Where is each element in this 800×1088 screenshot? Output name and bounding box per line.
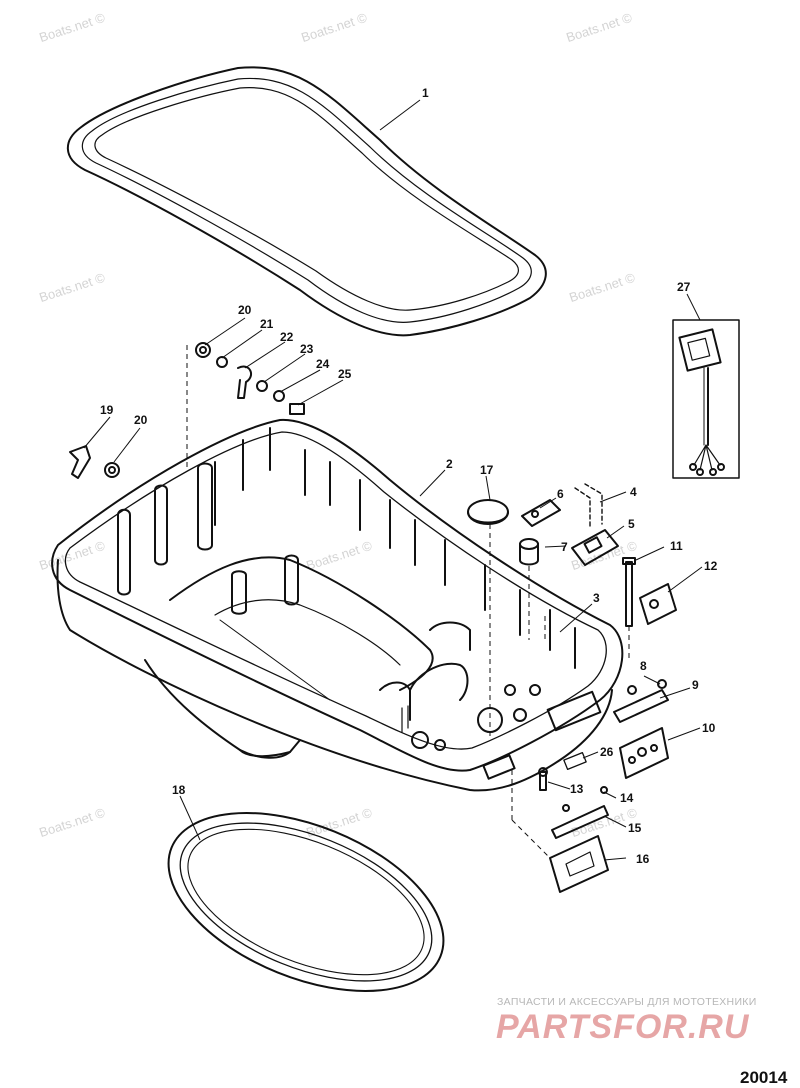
part-label: 19: [100, 403, 114, 417]
latch-plate-part: [639, 583, 677, 625]
bracket-part: [574, 483, 603, 529]
part-label: 9: [692, 678, 699, 692]
part-label: 11: [670, 539, 683, 553]
part-label: 2: [446, 457, 453, 471]
nut-part: [195, 342, 211, 358]
washer-part: [216, 356, 228, 368]
part-label: 20: [134, 413, 148, 427]
brand-logo: PARTSFOR.RU: [496, 1008, 750, 1046]
part-label: 26: [600, 745, 614, 759]
washer-part: [256, 380, 268, 392]
grommet-plate-part: [549, 835, 609, 893]
part-label: 1: [422, 86, 429, 100]
part-label: 12: [704, 559, 718, 573]
part-label: 20: [238, 303, 252, 317]
latch-lever-part: [69, 445, 91, 479]
screw-part: [627, 679, 667, 695]
part-label: 22: [280, 330, 294, 344]
bottom-cowl: [51, 418, 624, 792]
retainer-part: [551, 805, 609, 839]
part-label: 23: [300, 342, 314, 356]
bottom-seal-ring: [167, 812, 445, 992]
screw-part: [562, 786, 608, 812]
brand-subtitle: ЗАПЧАСТИ И АКСЕССУАРЫ ДЛЯ МОТОТЕХНИКИ: [497, 996, 757, 1008]
clip-part: [521, 499, 561, 527]
leader-lines: [83, 99, 703, 861]
part-label: 15: [628, 821, 642, 835]
part-label: 8: [640, 659, 647, 673]
nut-part: [104, 462, 120, 478]
washer-part: [273, 390, 285, 402]
part-label: 24: [316, 357, 330, 371]
part-label: 4: [630, 485, 637, 499]
part-label: 10: [702, 721, 716, 735]
plate-part: [571, 529, 619, 566]
part-label: 17: [480, 463, 494, 477]
part-labels: 1 2 3 4 5 6 7 8 9 10 11 12 13 14 15 16 1…: [100, 86, 718, 866]
part-label: 25: [338, 367, 352, 381]
bolt-part: [622, 557, 636, 627]
part-label: 16: [636, 852, 650, 866]
screw-part: [538, 767, 548, 791]
plug-part: [467, 499, 509, 525]
harness-box: [672, 319, 740, 479]
figure-number: 20014: [740, 1068, 788, 1087]
part-label: 3: [593, 591, 600, 605]
hook-part: [237, 365, 253, 399]
part-label: 13: [570, 782, 584, 796]
part-label: 7: [561, 540, 568, 554]
part-label: 14: [620, 791, 634, 805]
top-seal-ring: [66, 66, 547, 337]
cover-plate-part: [619, 727, 669, 779]
screw-part: [289, 403, 305, 415]
part-label: 27: [677, 280, 691, 294]
part-label: 18: [172, 783, 186, 797]
part-label: 21: [260, 317, 274, 331]
retainer-part: [613, 689, 669, 723]
part-label: 6: [557, 487, 564, 501]
grommet-part: [519, 538, 539, 566]
part-label: 5: [628, 517, 635, 531]
